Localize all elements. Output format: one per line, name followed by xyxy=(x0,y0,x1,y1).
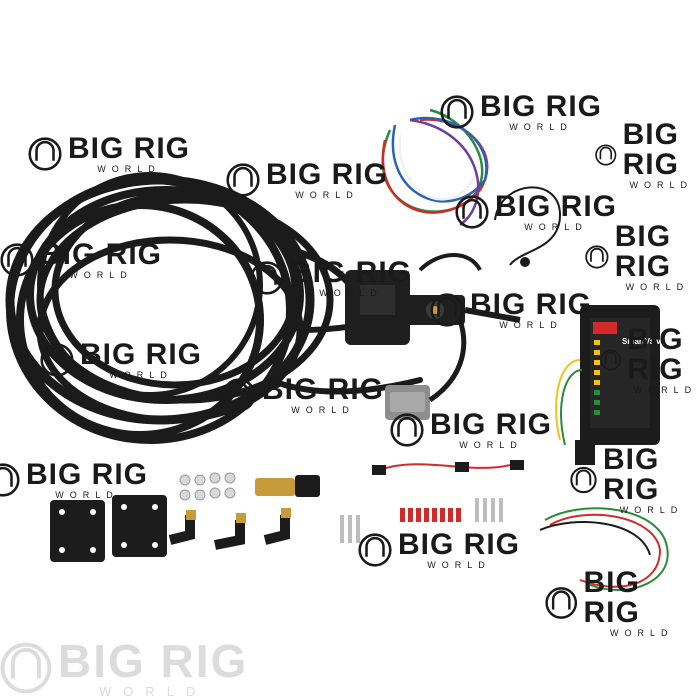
logo-icon xyxy=(250,261,284,295)
logo-icon xyxy=(358,533,392,567)
watermark-brand: BIG RIG xyxy=(262,373,385,406)
logo-icon xyxy=(600,349,621,371)
wire-terminals xyxy=(340,498,503,543)
watermark-subtitle: WORLD xyxy=(98,684,208,699)
logo-icon xyxy=(570,466,597,494)
valve-assembly xyxy=(345,253,521,345)
watermark-brand: BIG RIG xyxy=(622,118,679,181)
watermark-brand: BIG RIG xyxy=(58,635,249,687)
watermark-subtitle: WORLD xyxy=(625,282,690,292)
pneumatic-fittings xyxy=(168,475,320,550)
logo-icon xyxy=(455,195,489,229)
watermark-brand: BIG RIG xyxy=(614,220,672,283)
watermark-brand: BIG RIG xyxy=(290,256,413,289)
gray-connector xyxy=(385,319,467,420)
watermark-subtitle: WORLD xyxy=(609,628,674,638)
logo-icon xyxy=(0,243,34,277)
watermark-brand: BIG RIG xyxy=(80,338,203,371)
logo-icon xyxy=(40,343,74,377)
module-brand-label: SmartValve xyxy=(622,337,666,346)
watermark-subtitle: WORLD xyxy=(619,505,684,515)
watermark-brand: BIG RIG xyxy=(480,90,603,123)
watermark-brand: BIG RIG xyxy=(583,566,640,629)
watermark-brand: BIG RIG xyxy=(495,190,618,223)
black-wire-loop xyxy=(494,186,562,266)
watermark-brand: BIG RIG xyxy=(470,288,593,321)
watermark-brand: BIG RIG xyxy=(68,132,191,165)
watermark-brand: BIG RIG xyxy=(398,528,521,561)
watermark-brand: BIG RIG xyxy=(40,238,163,271)
small-wire-loop xyxy=(539,507,669,591)
logo-icon xyxy=(0,463,20,497)
watermark-subtitle: WORLD xyxy=(633,385,698,395)
watermark-subtitle: WORLD xyxy=(499,320,563,330)
watermark-subtitle: WORLD xyxy=(109,370,173,380)
watermark-brand: BIG RIG xyxy=(26,458,149,491)
control-module xyxy=(555,305,660,465)
logo-icon xyxy=(28,137,62,171)
washers xyxy=(179,472,236,501)
watermark-subtitle: WORLD xyxy=(427,560,491,570)
logo-icon xyxy=(222,378,256,412)
watermark-subtitle: WORLD xyxy=(319,288,383,298)
inline-fuse-wire xyxy=(372,460,524,475)
watermark-subtitle: WORLD xyxy=(295,190,359,200)
watermark-brand: BIG RIG xyxy=(603,443,660,506)
watermark-subtitle: WORLD xyxy=(459,440,523,450)
watermark-subtitle: WORLD xyxy=(509,122,573,132)
watermark-subtitle: WORLD xyxy=(97,164,161,174)
logo-icon xyxy=(585,245,609,269)
wire-terminal xyxy=(520,257,530,267)
watermark-brand: BIG RIG xyxy=(266,158,389,191)
logo-icon xyxy=(390,413,424,447)
watermark-subtitle: WORLD xyxy=(55,490,119,500)
logo-icon xyxy=(595,144,617,166)
watermark-subtitle: WORLD xyxy=(629,180,694,190)
logo-icon xyxy=(226,163,260,197)
logo-icon xyxy=(0,642,52,694)
watermark-brand: BIG RIG xyxy=(627,323,684,386)
logo-icon xyxy=(440,95,474,129)
mounting-brackets xyxy=(50,495,167,562)
watermark-brand: BIG RIG xyxy=(430,408,553,441)
logo-icon xyxy=(545,587,578,619)
logo-icon xyxy=(430,293,464,327)
watermark-subtitle: WORLD xyxy=(291,405,355,415)
watermark-subtitle: WORLD xyxy=(524,222,588,232)
watermark-subtitle: WORLD xyxy=(69,270,133,280)
